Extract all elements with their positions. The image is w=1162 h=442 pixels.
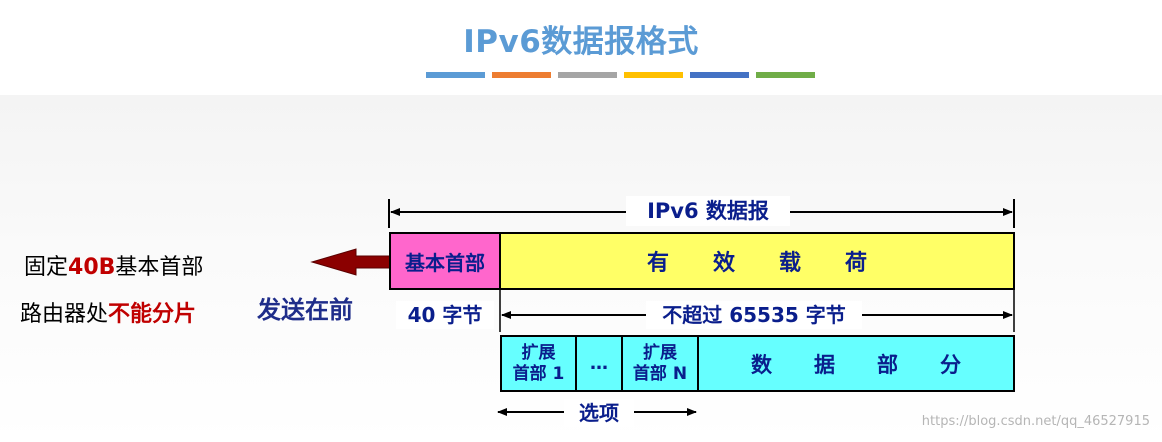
note-fixed-header: 固定40B基本首部 (24, 249, 203, 281)
data-part-text: 数 据 部 分 (751, 352, 961, 377)
watermark: https://blog.csdn.net/qq_46527915 (921, 414, 1150, 429)
note-fixed-size: 40B (68, 255, 116, 280)
extension-header-1-text: 扩展 首部 1 (512, 342, 565, 384)
note-no-fragment-red: 不能分片 (108, 302, 197, 327)
data-part-box: 数 据 部 分 (697, 335, 1015, 392)
payload-box: 有 效 载 荷 (499, 232, 1015, 290)
datagram-label: IPv6 数据报 (626, 196, 790, 226)
title-accent-bar-3 (558, 72, 617, 78)
note-router-prefix: 路由器处 (20, 302, 109, 327)
options-label: 选项 (564, 399, 634, 427)
title-accent-bar-4 (624, 72, 683, 78)
note-fixed-suffix: 基本首部 (115, 255, 204, 280)
send-direction-arrow (310, 248, 391, 276)
extension-ellipsis-box: … (575, 335, 623, 392)
extension-header-n-text: 扩展 首部 N (632, 342, 688, 384)
extension-header-1-box: 扩展 首部 1 (500, 335, 577, 392)
base-header-size-label: 40 字节 (396, 301, 494, 329)
title-accent-bar-5 (690, 72, 749, 78)
title-accent-bar-1 (426, 72, 485, 78)
note-no-fragment: 路由器处不能分片 (20, 296, 196, 328)
title-accent-bar-2 (492, 72, 551, 78)
extension-ellipsis-text: … (590, 353, 608, 374)
base-header-box: 基本首部 (389, 232, 501, 290)
send-first-label: 发送在前 (257, 296, 353, 324)
note-fixed-prefix: 固定 (24, 255, 69, 280)
extension-header-n-box: 扩展 首部 N (621, 335, 699, 392)
slide-title: IPv6数据报格式 (463, 24, 699, 60)
title-accent-bar-6 (756, 72, 815, 78)
payload-text: 有 效 载 荷 (646, 251, 867, 276)
payload-size-label: 不超过 65535 字节 (646, 301, 862, 329)
base-header-text: 基本首部 (405, 250, 485, 275)
